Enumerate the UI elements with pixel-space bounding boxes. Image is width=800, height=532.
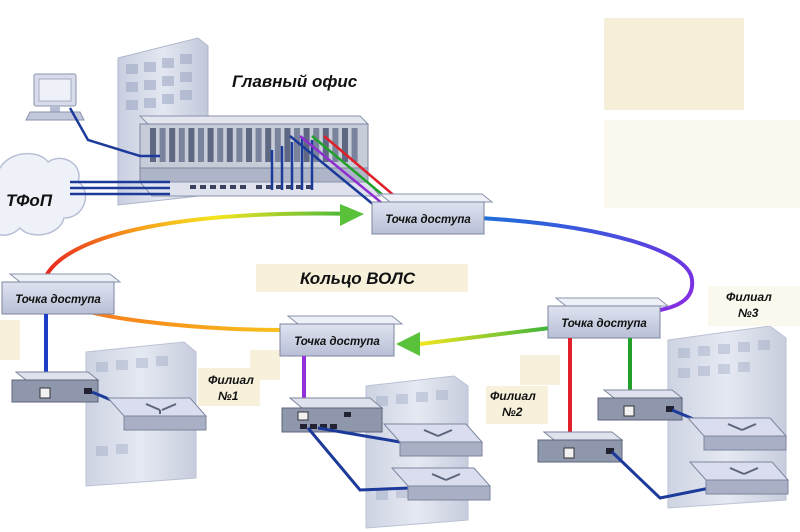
patch-slot [226,128,233,162]
patch-slot [322,128,329,162]
media-converter-icon [11,371,100,403]
branch1-label-bg [198,368,260,406]
patch-panel-icon [138,115,370,169]
patch-slot [342,128,348,162]
patch-slot [294,128,300,162]
pstn-label: ТФоП [6,191,53,210]
blank-panel [0,320,20,360]
patch-slot [236,128,243,162]
access-point-label: Точка доступа [385,214,471,226]
patch-slot [351,128,358,162]
patch-slot [150,128,156,162]
branch3-label-bg [708,286,800,326]
blank-panel [520,355,560,385]
patch-slot [313,128,320,162]
access-point-branch1: Точка доступа [1,273,122,315]
branch3-number: №3 [738,306,759,320]
router-icon [382,423,484,457]
fiber-ring [44,211,695,346]
branch1-number: №1 [218,389,239,403]
access-point-label: Точка доступа [294,336,380,348]
patch-slot [265,128,272,162]
patch-slot [303,128,310,162]
router-icon [106,397,208,431]
patch-slot [178,128,185,162]
switch-icon [281,397,384,433]
patch-slot [255,128,262,162]
access-point-main: Точка доступа [371,193,494,235]
patch-slot [274,128,281,162]
cloud-icon [0,152,87,236]
arrow-icon [396,332,420,356]
patch-slot [159,128,166,162]
branch3-label: Филиал [726,290,772,304]
main-office-label: Главный офис [232,72,358,91]
access-point-label: Точка доступа [15,294,101,306]
branch2-label: Филиал [490,389,536,403]
blank-panel [604,18,744,110]
media-converter-icon [597,389,684,421]
branch2-label-bg [486,386,548,424]
branch1-label: Филиал [208,373,254,387]
ring-label-bg [256,264,468,292]
patch-slot [284,128,291,162]
patch-slot [188,128,195,162]
branch2-cables [306,426,411,492]
blank-panel [604,120,800,208]
patch-slot [169,128,176,162]
access-point-branch2: Точка доступа [279,315,404,357]
arrow-icon [340,204,364,226]
patch-slot [207,128,214,162]
patch-slot [246,128,252,162]
access-point-branch3: Точка доступа [547,297,670,339]
branch2-number: №2 [502,405,523,419]
access-point-label: Точка доступа [561,318,647,330]
media-converter-icon [537,431,624,463]
patch-slot [198,128,204,162]
router-icon [688,461,790,495]
router-icon [390,467,492,501]
ring-label: Кольцо ВОЛС [300,269,416,288]
router-icon [686,417,788,451]
patch-slot [217,128,224,162]
computer-icon [25,73,85,121]
